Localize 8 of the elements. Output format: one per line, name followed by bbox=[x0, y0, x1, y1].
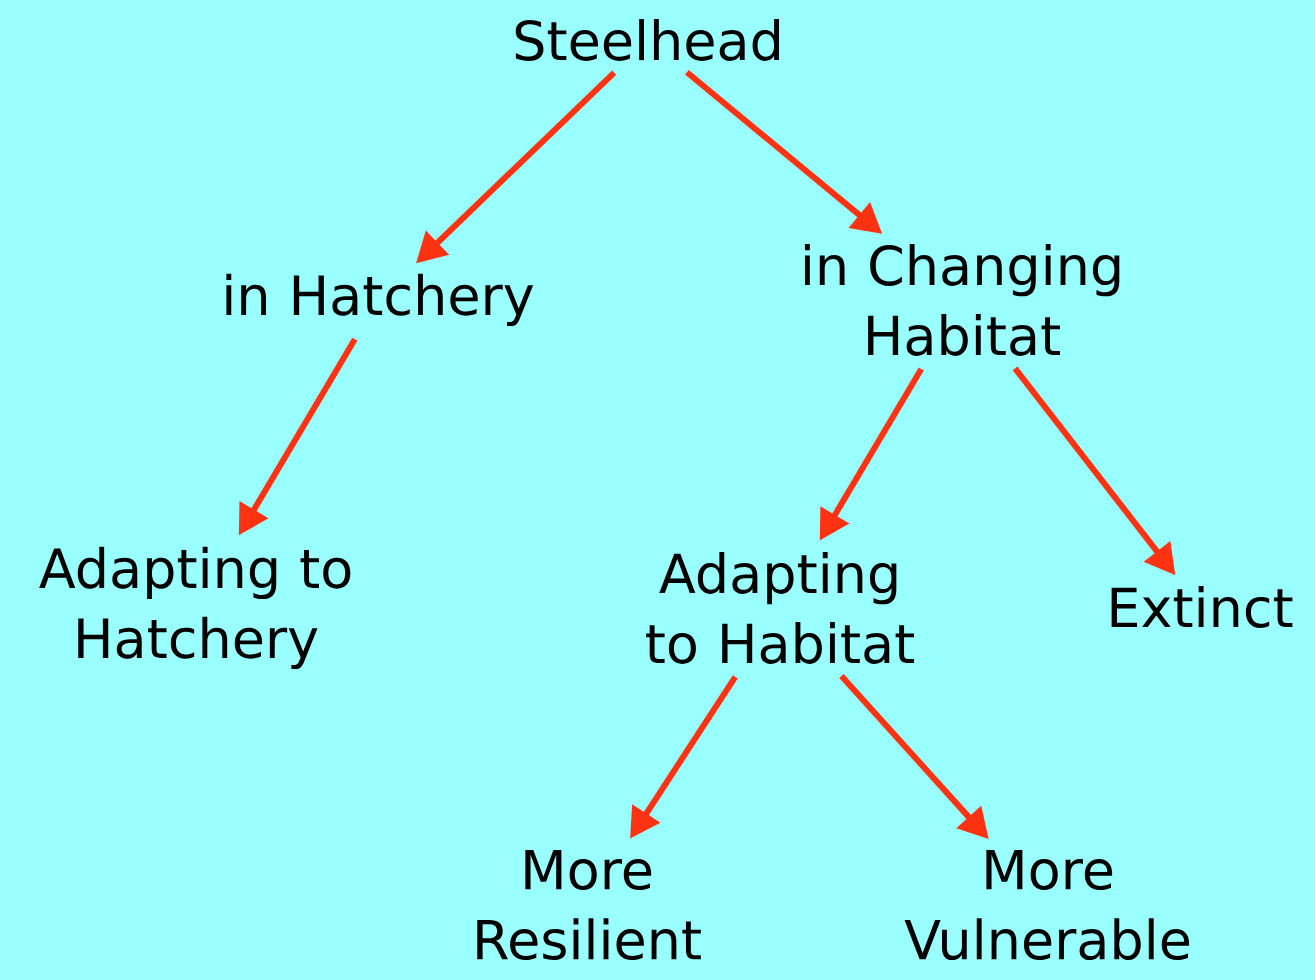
node-label: More Vulnerable bbox=[904, 849, 1190, 961]
node-label: in Hatchery bbox=[226, 273, 534, 327]
node-label: Adapting to Hatchery bbox=[39, 546, 351, 670]
node-label: in Changing Habitat bbox=[804, 244, 1120, 356]
node-label: More Resilient bbox=[477, 849, 701, 961]
node-label: Extinct bbox=[1111, 586, 1293, 628]
node-label: Steelhead bbox=[515, 19, 779, 61]
node-label: Adapting to Habitat bbox=[646, 552, 915, 664]
